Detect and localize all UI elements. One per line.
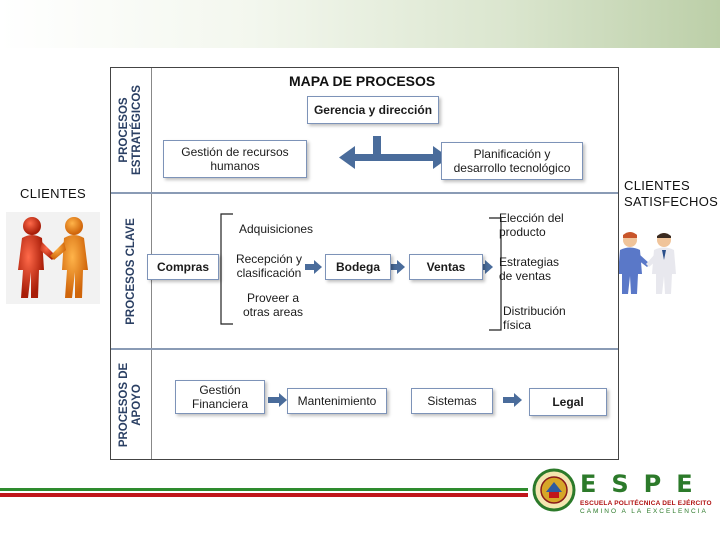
clientes-satisfechos-label: CLIENTES SATISFECHOS: [624, 178, 720, 210]
espe-logo-letters: ESPE: [580, 470, 708, 498]
text-distribucion: Distribución física: [503, 304, 566, 332]
box-legal: Legal: [529, 388, 607, 416]
box-compras: Compras: [147, 254, 219, 280]
text-eleccion: Elección del producto: [499, 211, 564, 239]
bracket-right: [489, 217, 502, 331]
section-strategic-label: PROCESOS ESTRATÉGICOS: [111, 68, 152, 192]
espe-school-name: ESCUELA POLITÉCNICA DEL EJÉRCITO: [580, 500, 712, 507]
box-planificacion: Planificación y desarrollo tecnológico: [441, 142, 583, 180]
bottom-color-bar: [0, 488, 528, 497]
box-recursos-humanos: Gestión de recursos humanos: [163, 140, 307, 178]
text-proveer: Proveer a otras areas: [242, 291, 304, 319]
clientes-label: CLIENTES: [20, 186, 86, 201]
espe-seal-logo: [532, 468, 576, 512]
clients-handshake-image: [6, 212, 100, 304]
section-support-label: PROCESOS DE APOYO: [111, 350, 152, 459]
bracket-left: [220, 213, 233, 325]
espe-motto: CAMINO A LA EXCELENCIA: [580, 508, 708, 515]
text-adquisiciones: Adquisiciones: [239, 222, 314, 236]
section-key-label: PROCESOS CLAVE: [111, 194, 152, 348]
clientes-satisfechos-text: CLIENTES SATISFECHOS: [624, 178, 719, 209]
box-mantenimiento: Mantenimiento: [287, 388, 387, 414]
text-estrategias: Estrategias de ventas: [499, 255, 560, 283]
box-ventas: Ventas: [409, 254, 483, 280]
support-arrows: [268, 393, 522, 407]
top-banner: [0, 0, 720, 48]
box-gerencia: Gerencia y dirección: [307, 96, 439, 124]
strategic-double-arrow: [339, 136, 449, 169]
satisfied-clients-handshake-image: [618, 232, 676, 294]
box-gestion-financiera: Gestión Financiera: [175, 380, 265, 414]
divider-key-support: [111, 348, 618, 350]
box-bodega: Bodega: [325, 254, 391, 280]
diagram-title: MAPA DE PROCESOS: [289, 73, 436, 89]
box-sistemas: Sistemas: [411, 388, 493, 414]
process-map-diagram: MAPA DE PROCESOS PROCESOS ESTRATÉGICOS P…: [110, 67, 619, 460]
text-recepcion: Recepción y clasificación: [235, 252, 303, 280]
divider-strategic-key: [111, 192, 618, 194]
